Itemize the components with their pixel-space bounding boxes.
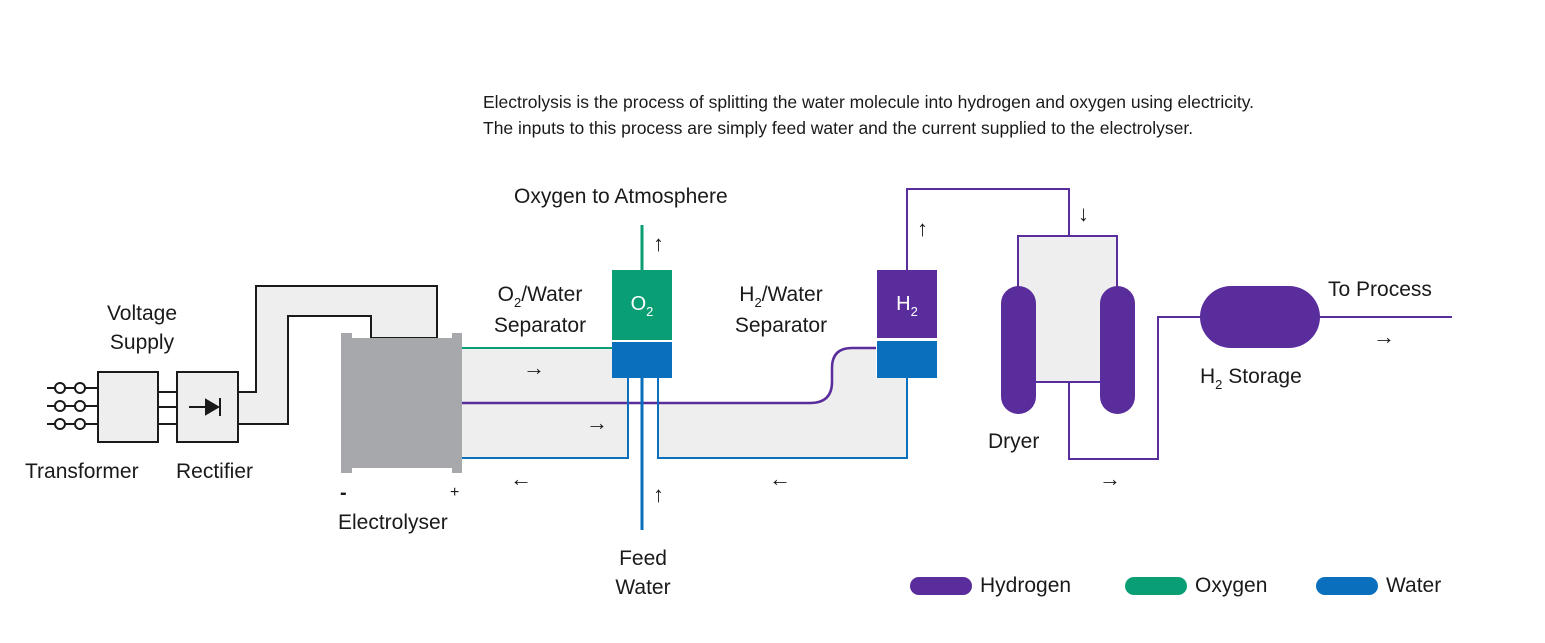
intro-line-1: Electrolysis is the process of splitting…: [483, 92, 1255, 112]
h2-label-rest: /Water: [761, 283, 823, 306]
arrow-up-icon: ↑: [917, 216, 928, 241]
transformer-to-rectifier-lines: [158, 391, 177, 425]
legend-swatch-oxygen: [1125, 577, 1187, 595]
o2-vessel-main: O: [630, 293, 647, 315]
o2-separator-line-2: Separator: [493, 314, 587, 337]
o2-vessel-label: O2: [612, 293, 672, 319]
legend-label-oxygen: Oxygen: [1195, 574, 1268, 597]
arrow-up-icon: ↑: [653, 482, 664, 507]
o2-label-rest: /Water: [521, 283, 583, 306]
positive-terminal-label: +: [450, 484, 460, 501]
o2-vessel-sub: 2: [646, 304, 654, 319]
arrow-right-icon: →: [1099, 466, 1121, 491]
dryer-column-right: [1100, 286, 1135, 414]
o2-label-sub: 2: [514, 295, 522, 310]
h2-storage-rest: Storage: [1222, 365, 1302, 388]
arrow-right-icon: →: [523, 355, 545, 380]
water-return-left: [462, 378, 629, 459]
water-return-right: [657, 378, 908, 459]
feed-water-line-2: Water: [615, 576, 671, 599]
legend-label-hydrogen: Hydrogen: [980, 574, 1072, 597]
legend-item-hydrogen: Hydrogen: [910, 574, 1071, 598]
intro-line-2: The inputs to this process are simply fe…: [483, 118, 1194, 138]
to-process-label: To Process: [1328, 278, 1432, 301]
diode-icon: [189, 398, 221, 416]
h2-storage-main: H: [1200, 365, 1216, 388]
voltage-supply-line-1: Voltage: [106, 302, 178, 325]
dryer-column-left: [1001, 286, 1036, 414]
arrow-down-icon: ↓: [1078, 201, 1089, 226]
h2-vessel-label: H2: [877, 293, 937, 319]
legend-label-water: Water: [1386, 574, 1442, 597]
electrolyser-plate-right: [452, 333, 462, 473]
transformer-label: Transformer: [25, 460, 139, 483]
electrolyser-body: [352, 338, 452, 468]
legend-item-oxygen: Oxygen: [1125, 574, 1267, 598]
ac-input-terminals: [47, 382, 98, 430]
h2-vessel-main: H: [896, 293, 911, 315]
h2-label-main: H: [739, 283, 755, 306]
h2-separator-water: [877, 341, 937, 378]
arrow-right-icon: →: [1373, 324, 1395, 349]
o2-label-main: O: [497, 283, 515, 306]
h2-separator-label: H2/Water Separator: [716, 280, 846, 340]
legend-item-water: Water: [1316, 574, 1441, 598]
rectifier-label: Rectifier: [176, 460, 254, 483]
negative-terminal-label: -: [340, 482, 347, 504]
h2-vessel-sub: 2: [910, 304, 918, 319]
h2-separator-gas: [877, 270, 937, 338]
dryer-outlet-line: [1068, 316, 1205, 460]
h2-label-sub: 2: [754, 295, 762, 310]
dryer-label: Dryer: [988, 430, 1040, 453]
arrow-left-icon: ←: [769, 466, 791, 491]
o2-separator-gas: [612, 270, 672, 340]
arrow-left-icon: ←: [510, 466, 532, 491]
transformer-box: [97, 371, 159, 443]
h2-separator-line-2: Separator: [734, 314, 828, 337]
feed-water-label: Feed Water: [597, 544, 689, 602]
legend-swatch-hydrogen: [910, 577, 972, 595]
o2-separator-water: [612, 342, 672, 378]
arrow-right-icon: →: [586, 410, 608, 435]
h2-storage-tank: [1200, 286, 1320, 348]
oxygen-to-atmosphere-label: Oxygen to Atmosphere: [514, 185, 728, 208]
voltage-supply-line-2: Supply: [109, 331, 175, 354]
feed-water-line-1: Feed: [619, 547, 667, 570]
intro-text: Electrolysis is the process of splitting…: [483, 89, 1254, 141]
h2-storage-sub: 2: [1215, 377, 1223, 392]
arrow-up-icon: ↑: [653, 231, 664, 256]
hydrogen-line-to-separator: [462, 346, 876, 405]
electrolyser-label: Electrolyser: [338, 511, 448, 534]
voltage-supply-label: Voltage Supply: [90, 299, 194, 357]
legend-swatch-water: [1316, 577, 1378, 595]
o2-separator-label: O2/Water Separator: [475, 280, 605, 340]
h2-storage-label: H2 Storage: [1200, 362, 1302, 393]
electrolyser-plate-left: [341, 333, 352, 473]
hydrogen-to-dryer-line: [906, 188, 1070, 270]
